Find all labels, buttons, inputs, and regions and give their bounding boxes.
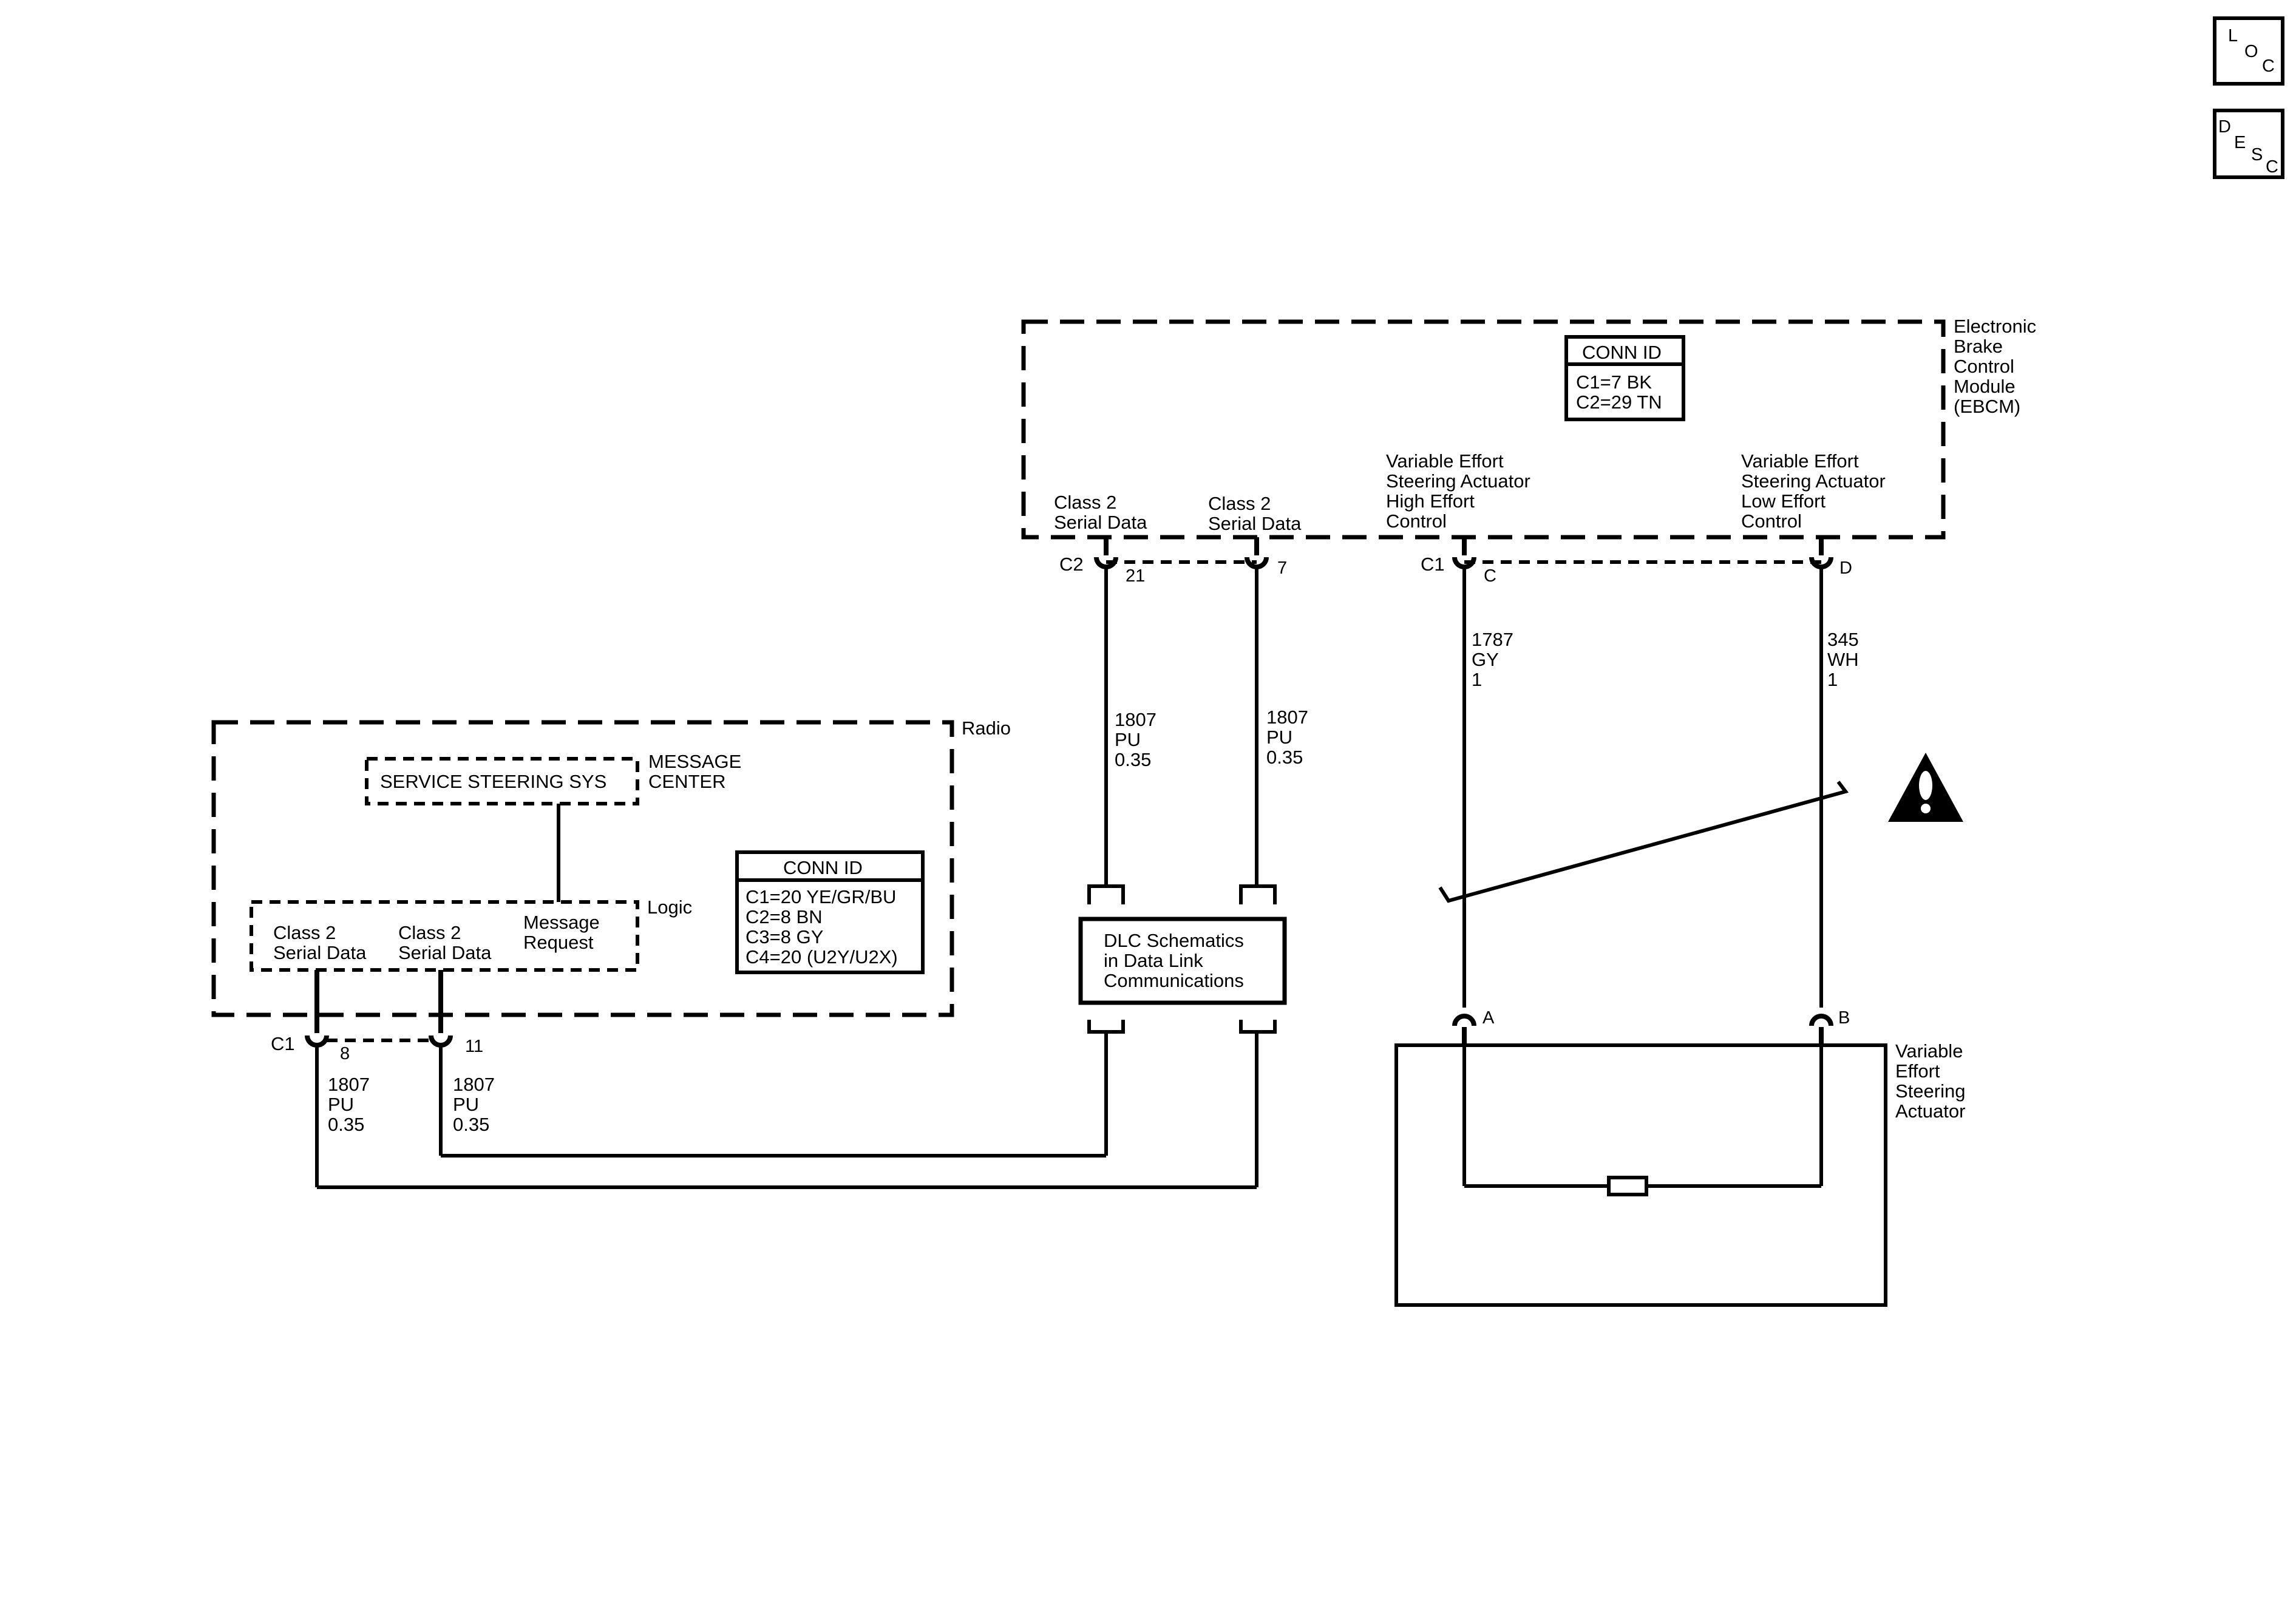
svg-text:Class 2 Serial Data: Class 2 Serial Data — [273, 922, 367, 963]
wire-label-1807-a: 1807 PU 0.35 — [1115, 709, 1162, 770]
ebcm-connector-c2: C2 — [1059, 554, 1084, 575]
caution-icon[interactable] — [1888, 753, 1963, 822]
svg-text:CONN ID: CONN ID — [1582, 342, 1662, 363]
ebcm-title: Electronic Brake Control Module (EBCM) — [1954, 316, 2042, 417]
svg-text:C: C — [2266, 157, 2278, 177]
wire-label-1787: 1787 GY 1 — [1472, 629, 1519, 690]
ebcm-pin-c: C — [1484, 566, 1496, 586]
svg-text:D: D — [2218, 117, 2231, 137]
radio-pin-11: 11 — [465, 1037, 483, 1056]
svg-text:Variable Effort St: Variable Effort Steering Actuator — [1895, 1040, 1971, 1122]
svg-text:L: L — [2228, 26, 2238, 46]
svg-text:O: O — [2244, 42, 2258, 61]
ebcm-pin-class2-a: Class 2 Serial Data — [1054, 492, 1147, 533]
radio-wire-label-b: 1807 PU 0.35 — [453, 1074, 500, 1135]
svg-text:Message Request: Message Request — [523, 912, 605, 953]
ebcm-pin-class2-b: Class 2 Serial Data — [1208, 493, 1302, 534]
svg-text:C: C — [2262, 56, 2275, 76]
ebcm-conn-id-table: CONN ID C1=7 BK C2=29 TN — [1564, 335, 1685, 421]
svg-text:E: E — [2234, 133, 2246, 152]
svg-text:Class 2 Serial Data: Class 2 Serial Data — [398, 922, 492, 963]
message-center: SERVICE STEERING SYS MESSAGE CENTER — [365, 751, 747, 805]
svg-text:CONN ID: CONN ID — [783, 857, 863, 878]
radio-wire-label-a: 1807 PU 0.35 — [328, 1074, 375, 1135]
twisted-pair-marker — [1438, 781, 1849, 903]
radio-logic: Logic Class 2 Serial Data Class 2 Serial… — [250, 897, 692, 972]
radio-title: Radio — [962, 717, 1011, 739]
svg-text:Logic: Logic — [647, 897, 692, 918]
svg-text:C2=8 BN: C2=8 BN — [746, 906, 823, 927]
ebcm-pin-21: 21 — [1126, 566, 1145, 586]
loc-icon[interactable]: L O C — [2213, 16, 2284, 86]
variable-effort-steering-actuator: A B Variable Effort Steering Actuator — [1394, 1008, 1971, 1307]
svg-text:S: S — [2251, 145, 2263, 164]
radio-connector-c1: C1 — [271, 1033, 295, 1054]
svg-text:MESSAGE CENTER: MESSAGE CENTER — [648, 751, 747, 792]
wire-label-345: 345 WH 1 — [1827, 629, 1864, 690]
svg-text:C4=20 (U2Y/U2X): C4=20 (U2Y/U2X) — [746, 946, 898, 968]
ebcm-module: Electronic Brake Control Module (EBCM) C… — [1021, 316, 2042, 586]
ebcm-pin-high-effort: Variable Effort Steering Actuator High E… — [1386, 450, 1535, 532]
svg-text:C2=29 TN: C2=29 TN — [1576, 392, 1662, 413]
desc-icon[interactable]: D E S C — [2213, 109, 2284, 179]
dlc-block[interactable]: DLC Schematics in Data Link Communicatio… — [1078, 884, 1287, 1034]
ebcm-pin-low-effort: Variable Effort Steering Actuator Low Ef… — [1741, 450, 1890, 532]
radio-pin-8: 8 — [340, 1044, 350, 1063]
wire-label-1807-b: 1807 PU 0.35 — [1266, 707, 1314, 768]
ebcm-pin-7: 7 — [1277, 558, 1287, 578]
radio-module: Radio SERVICE STEERING SYS MESSAGE CENTE… — [211, 717, 1011, 1063]
actuator-pin-b: B — [1838, 1008, 1850, 1028]
radio-conn-id-table: CONN ID C1=20 YE/GR/BU C2=8 BN C3=8 GY C… — [735, 850, 925, 974]
resistor-symbol — [1607, 1176, 1648, 1196]
svg-text:C1=7 BK: C1=7 BK — [1576, 371, 1652, 393]
svg-text:C3=8 GY: C3=8 GY — [746, 926, 823, 947]
ebcm-pin-d: D — [1839, 558, 1852, 578]
ebcm-connector-c1: C1 — [1421, 554, 1445, 575]
svg-text:C1=20 YE/GR/BU: C1=20 YE/GR/BU — [746, 886, 896, 907]
actuator-pin-a: A — [1483, 1008, 1495, 1028]
svg-text:SERVICE STEERING SYS: SERVICE STEERING SYS — [380, 771, 606, 792]
svg-text:DLC Schematics in Data L: DLC Schematics in Data Link Communicatio… — [1104, 930, 1249, 991]
